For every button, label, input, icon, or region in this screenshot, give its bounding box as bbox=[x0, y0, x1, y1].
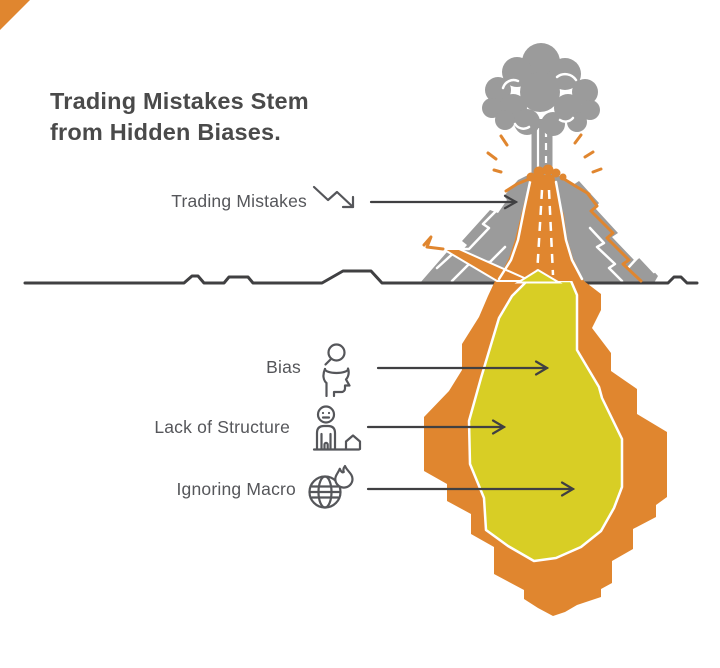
page-title-line1: Trading Mistakes Stem bbox=[50, 88, 309, 114]
arrow-lack-of-structure bbox=[366, 419, 507, 435]
smoke-cloud-icon bbox=[482, 43, 600, 136]
globe-flame-icon bbox=[308, 464, 354, 509]
page-title: Trading Mistakes Stem from Hidden Biases… bbox=[50, 86, 309, 148]
magma-base-triangle bbox=[514, 268, 563, 284]
magma-chamber bbox=[424, 279, 667, 616]
label-lack-of-structure: Lack of Structure bbox=[154, 417, 290, 437]
spark-icons bbox=[486, 133, 603, 174]
label-ignoring-macro: Ignoring Macro bbox=[176, 479, 296, 499]
label-bias: Bias bbox=[266, 357, 301, 377]
head-magnifier-icon bbox=[322, 343, 351, 397]
arrow-ignoring-macro bbox=[366, 481, 576, 497]
page-title-line2: from Hidden Biases. bbox=[50, 119, 282, 145]
lava-channel bbox=[422, 164, 643, 284]
label-trading-mistakes: Trading Mistakes bbox=[171, 191, 307, 211]
arrow-bias bbox=[376, 360, 550, 376]
corner-accent-triangle bbox=[0, 0, 30, 30]
trend-down-icon bbox=[312, 185, 355, 209]
magma-chamber-inner bbox=[467, 279, 624, 563]
ground-line bbox=[23, 269, 699, 285]
person-house-icon bbox=[312, 405, 362, 451]
arrow-trading-mistakes bbox=[369, 194, 519, 210]
